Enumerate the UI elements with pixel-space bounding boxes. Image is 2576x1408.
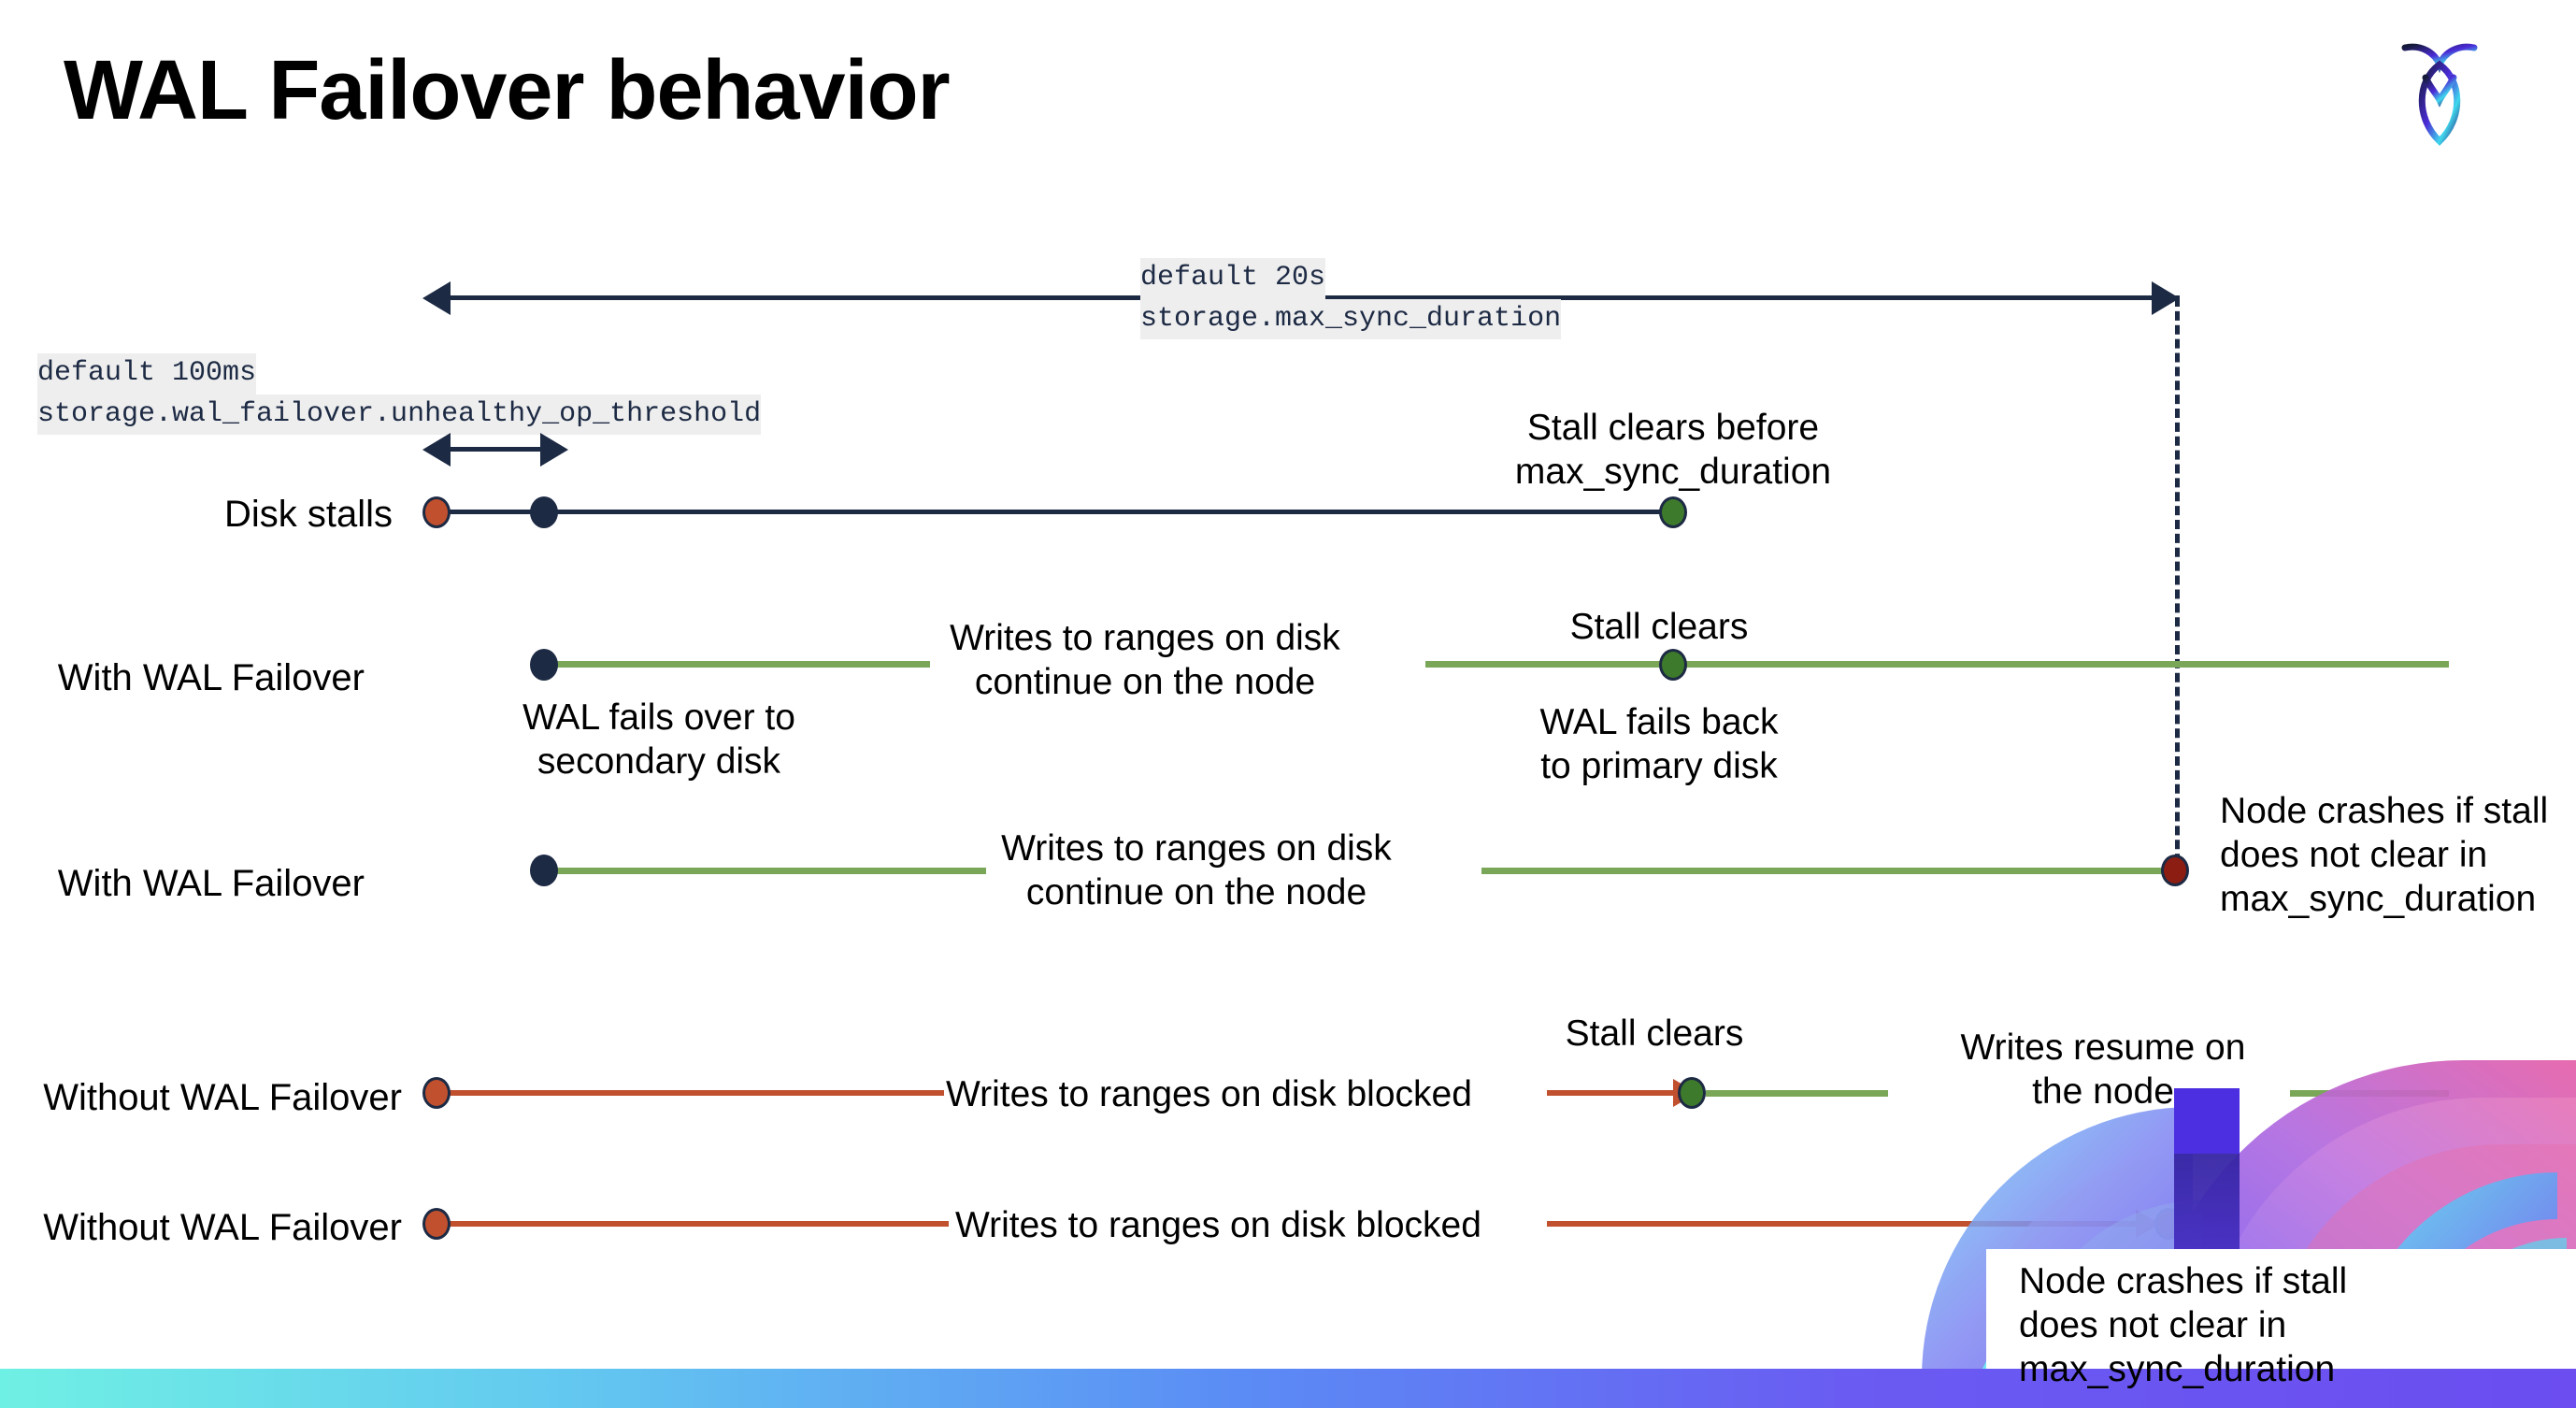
cockroachdb-logo-icon: [2388, 33, 2491, 150]
node-crash-callout-backdrop: [1986, 1249, 2576, 1387]
max-sync-setting-name: storage.max_sync_duration: [1140, 298, 1562, 339]
row-label-with-failover-crash: With WAL Failover: [57, 863, 365, 904]
with-failover-crash-node-crash-note: Node crashes if stall does not clear in …: [2220, 791, 2549, 919]
with-failover-crash-failover-dot: [530, 855, 558, 886]
without-failover-clears-stall-clears-note: Stall clears: [1565, 1013, 1744, 1054]
with-failover-clears-failover-note: WAL fails over to secondary disk: [522, 697, 795, 782]
without-failover-clears-stall-clear-dot: [1678, 1077, 1706, 1109]
with-failover-crash-writes-note: Writes to ranges on disk continue on the…: [1001, 828, 1392, 912]
row-label-without-failover-clears: Without WAL Failover: [43, 1077, 402, 1118]
disk-stalls-clears-note: Stall clears before max_sync_duration: [1514, 408, 1832, 492]
without-failover-clears-red-seg-2: [1547, 1090, 1687, 1096]
max-sync-annotation: default 20s storage.max_sync_duration: [1140, 258, 1562, 339]
row-label-with-failover-clears: With WAL Failover: [57, 657, 365, 698]
row-label-without-failover-crash: Without WAL Failover: [43, 1207, 402, 1248]
with-failover-clears-green-seg-2: [1425, 661, 2449, 668]
bottom-gradient-bar: [0, 1369, 2576, 1408]
with-failover-clears-writes-note: Writes to ranges on disk continue on the…: [950, 618, 1340, 702]
with-failover-clears-failover-dot: [530, 649, 558, 681]
without-failover-crash-blocked-note: Writes to ranges on disk blocked: [955, 1205, 1481, 1245]
without-failover-clears-red-seg-1: [439, 1090, 944, 1096]
with-failover-crash-node-crash-dot: [2161, 855, 2189, 886]
without-failover-clears-blocked-note: Writes to ranges on disk blocked: [946, 1074, 1472, 1114]
disk-stalls-timeline: [439, 510, 1673, 514]
without-failover-clears-resume-note: Writes resume on the node: [1960, 1027, 2246, 1112]
disk-stalls-start-dot: [422, 496, 451, 528]
max-sync-default-label: default 20s: [1140, 258, 1326, 299]
without-failover-clears-start-dot: [422, 1077, 451, 1109]
unhealthy-op-annotation: default 100ms storage.wal_failover.unhea…: [37, 353, 762, 435]
without-failover-crash-start-dot: [422, 1208, 451, 1240]
unhealthy-op-right-arrowhead: [540, 433, 568, 467]
without-failover-crash-red-seg-1: [439, 1221, 949, 1227]
without-failover-crash-red-seg-2: [1547, 1221, 2150, 1227]
without-failover-crash-node-crash-note: Node crashes if stall does not clear in …: [2019, 1261, 2348, 1389]
unhealthy-op-span-line: [447, 447, 550, 452]
without-failover-clears-green-seg-1: [1706, 1090, 1888, 1097]
with-failover-crash-green-seg-1: [542, 868, 986, 874]
unhealthy-op-left-arrowhead: [422, 433, 451, 467]
disk-stalls-clear-dot: [1659, 496, 1687, 528]
disk-stalls-failover-threshold-dot: [530, 496, 558, 528]
unhealthy-op-default-label: default 100ms: [37, 353, 257, 395]
with-failover-crash-green-seg-2: [1481, 868, 2178, 874]
with-failover-clears-stall-clears-note: Stall clears: [1569, 607, 1749, 647]
page-title: WAL Failover behavior: [64, 44, 951, 137]
with-failover-clears-green-seg-1: [542, 661, 930, 668]
with-failover-clears-fails-back-note: WAL fails back to primary disk: [1539, 702, 1779, 786]
with-failover-clears-stall-clear-dot: [1659, 649, 1687, 681]
row-label-disk-stalls: Disk stalls: [223, 494, 393, 535]
max-sync-left-arrowhead: [422, 281, 451, 315]
unhealthy-op-setting-name: storage.wal_failover.unhealthy_op_thresh…: [37, 394, 762, 435]
max-sync-dashed-guide: [2175, 297, 2180, 877]
